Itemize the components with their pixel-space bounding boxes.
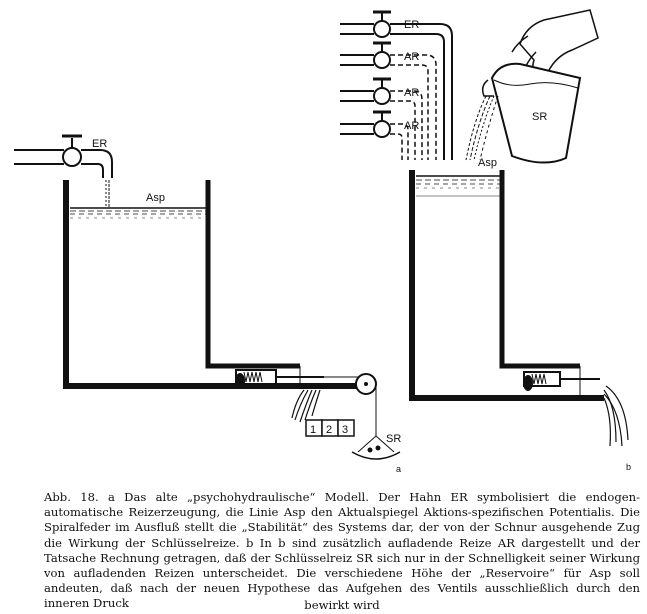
asp-label-a: Asp bbox=[146, 192, 165, 204]
weights-a: 1 2 3 bbox=[305, 419, 355, 437]
pouring-stream-b bbox=[465, 95, 499, 161]
water-level-b bbox=[416, 175, 500, 197]
panel-letter-a: a bbox=[396, 464, 401, 474]
scale-pan-a bbox=[351, 435, 401, 460]
tap-ar-1 bbox=[340, 41, 437, 160]
pulley-a bbox=[324, 373, 377, 436]
tap-ar-label-3: AR bbox=[404, 120, 419, 132]
outflow-spray-b bbox=[603, 385, 629, 447]
jug-sr-label: SR bbox=[532, 111, 547, 123]
stream-a bbox=[105, 180, 110, 208]
tap-ar-3 bbox=[340, 110, 409, 160]
figure-caption: Abb. 18. a Das alte „psychohydraulische“… bbox=[44, 490, 640, 611]
tap-er-a bbox=[14, 134, 113, 178]
tap-er-label-b: ER bbox=[404, 19, 419, 31]
weight-2: 2 bbox=[326, 424, 332, 436]
panel-a: ER Asp bbox=[14, 134, 401, 474]
tap-ar-2 bbox=[340, 77, 423, 160]
tank-b bbox=[409, 170, 604, 401]
panel-b: ER AR AR bbox=[340, 9, 631, 472]
tap-er-b bbox=[340, 10, 453, 160]
hydraulic-model-figure: ER Asp bbox=[14, 9, 631, 474]
outflow-spray-a bbox=[291, 389, 321, 423]
tap-ar-label-1: AR bbox=[404, 51, 419, 63]
sr-label-a: SR bbox=[386, 433, 401, 445]
weight-3: 3 bbox=[342, 424, 348, 436]
panel-letter-b: b bbox=[626, 462, 631, 472]
tap-ar-label-2: AR bbox=[404, 87, 419, 99]
figure-caption-last-line: bewirkt wird bbox=[304, 598, 380, 612]
asp-label-b: Asp bbox=[478, 157, 497, 169]
valve-b bbox=[523, 371, 600, 391]
valve-a bbox=[235, 369, 324, 389]
tap-er-label-a: ER bbox=[92, 138, 107, 150]
jug-icon bbox=[481, 62, 582, 164]
weight-1: 1 bbox=[310, 424, 316, 436]
water-level-a bbox=[70, 207, 206, 219]
